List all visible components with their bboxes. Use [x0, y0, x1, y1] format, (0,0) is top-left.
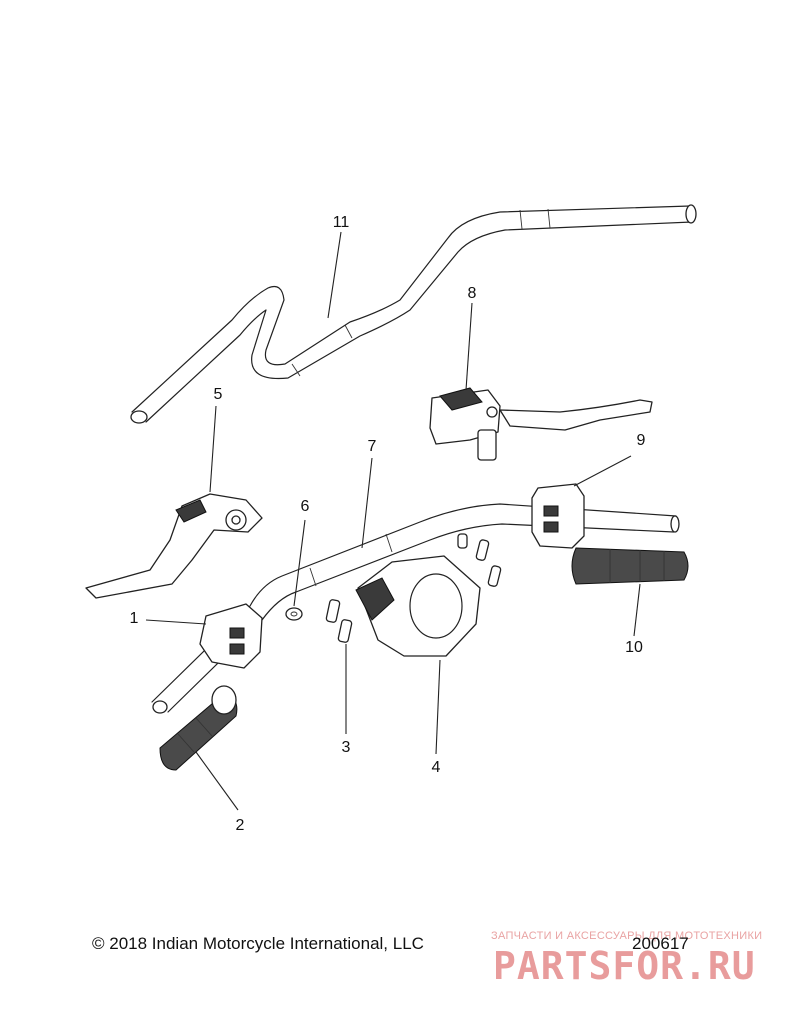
handlebar-part-7 [151, 503, 680, 714]
watermark-tagline: ЗАПЧАСТИ И АКСЕССУАРЫ ДЛЯ МОТОТЕХНИКИ [491, 930, 763, 942]
clutch-lever-part-5 [85, 493, 263, 599]
callout-2: 2 [235, 817, 245, 834]
copyright-text: © 2018 Indian Motorcycle International, … [92, 934, 424, 953]
callout-3: 3 [341, 739, 351, 756]
callout-7: 7 [367, 438, 377, 455]
callout-1: 1 [129, 610, 139, 627]
callout-10: 10 [625, 639, 643, 656]
clamp-part-6 [285, 607, 303, 621]
drawing-number: 200617 [632, 934, 689, 953]
right-grip-part-10 [571, 547, 689, 585]
handlebar-part-11 [130, 204, 697, 424]
callout-4: 4 [431, 759, 441, 776]
switch-housing-part-9 [531, 483, 585, 549]
callout-11: 11 [332, 214, 350, 231]
callout-9: 9 [636, 432, 646, 449]
callout-8: 8 [467, 285, 477, 302]
leader-lines [145, 231, 641, 811]
bracket-part-4 [355, 555, 481, 657]
callout-6: 6 [300, 498, 310, 515]
screws-part-3 [325, 533, 502, 643]
left-grip-part-2 [159, 685, 238, 771]
switch-housing-part-1 [199, 603, 263, 669]
master-cylinder-part-8 [429, 387, 653, 461]
callout-5: 5 [213, 386, 223, 403]
watermark-logo: PARTSFOR.RU [493, 944, 756, 988]
